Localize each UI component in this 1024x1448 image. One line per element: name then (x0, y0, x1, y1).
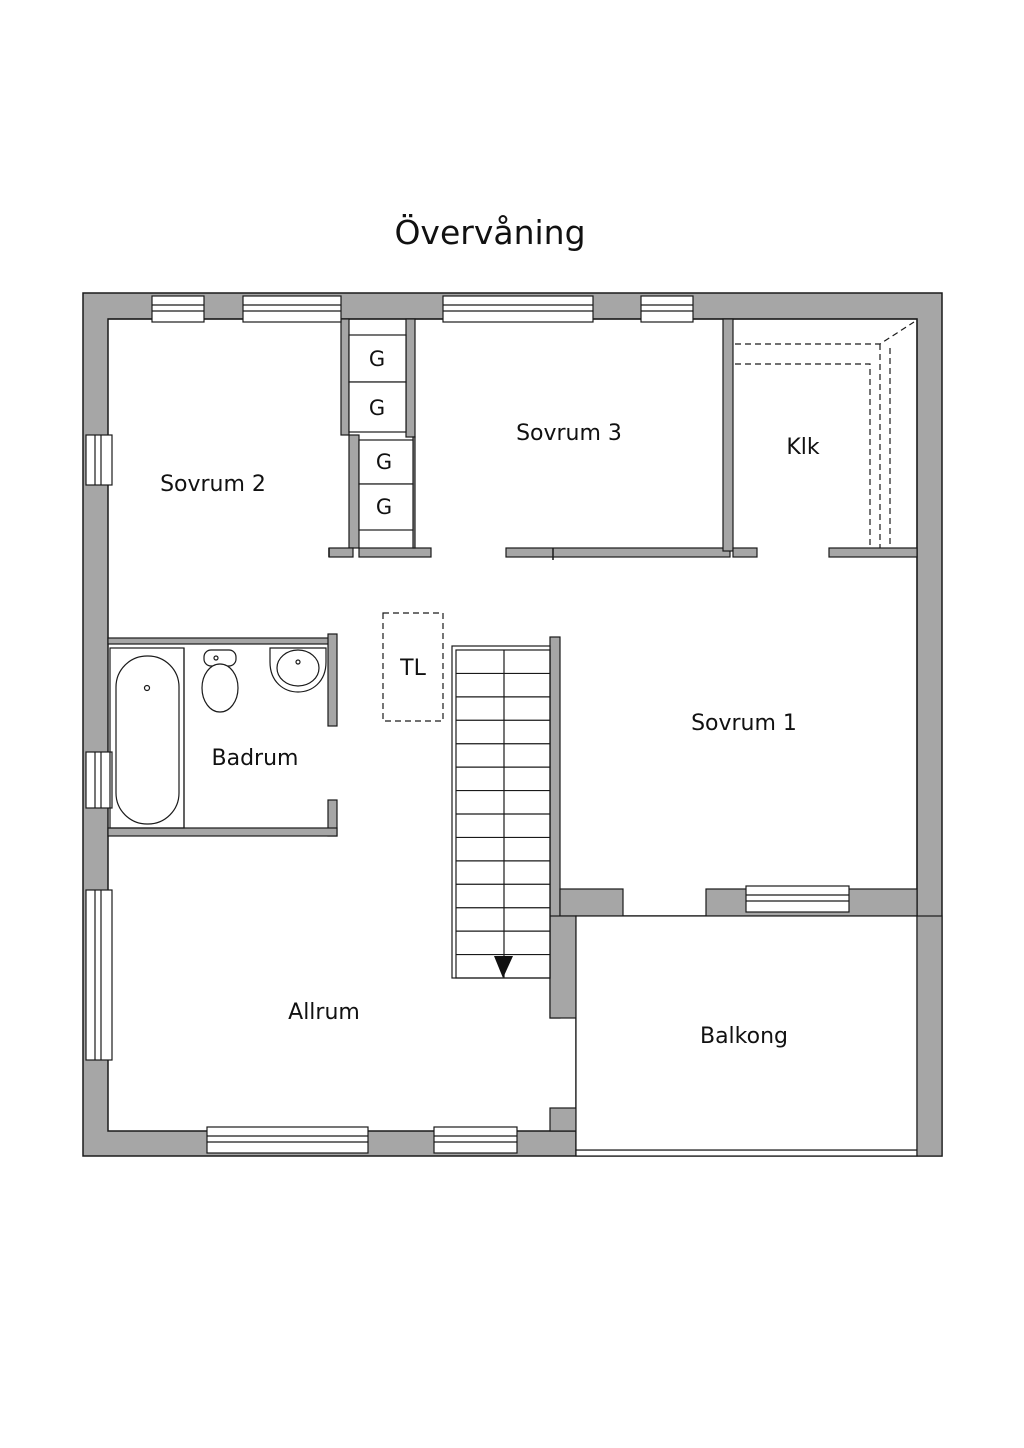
room-label-sovrum2: Sovrum 2 (160, 472, 266, 497)
wardrobe-label-4: G (376, 495, 392, 519)
balcony-right-wall (916, 915, 943, 1157)
plan-title: Övervåning (394, 212, 585, 252)
room-label-sovrum1: Sovrum 1 (691, 711, 797, 736)
room-labels: Sovrum 2 Sovrum 3 Klk Sovrum 1 Badrum Al… (160, 421, 820, 1049)
door-jambs (328, 548, 554, 560)
closet-shelves (735, 321, 915, 548)
room-label-allrum: Allrum (288, 1000, 360, 1025)
attic-hatch-label: TL (399, 656, 426, 681)
wardrobe-label-1: G (369, 347, 385, 371)
balcony-outline (575, 915, 918, 1151)
bathtub-icon (109, 647, 185, 829)
wardrobe-label-3: G (376, 450, 392, 474)
room-label-sovrum3: Sovrum 3 (516, 421, 622, 446)
room-label-badrum: Badrum (212, 746, 299, 771)
stair-arrow-icon (494, 956, 513, 978)
windows (85, 295, 918, 1157)
wardrobe-label-2: G (369, 396, 385, 420)
interior-walls (107, 318, 918, 1132)
staircase (451, 645, 551, 979)
sink-icon (269, 647, 327, 693)
room-label-balkong: Balkong (700, 1024, 788, 1049)
room-label-klk: Klk (786, 435, 820, 460)
toilet-icon (201, 649, 239, 713)
wardrobes: G G G G (348, 334, 414, 531)
attic-hatch (382, 612, 444, 722)
